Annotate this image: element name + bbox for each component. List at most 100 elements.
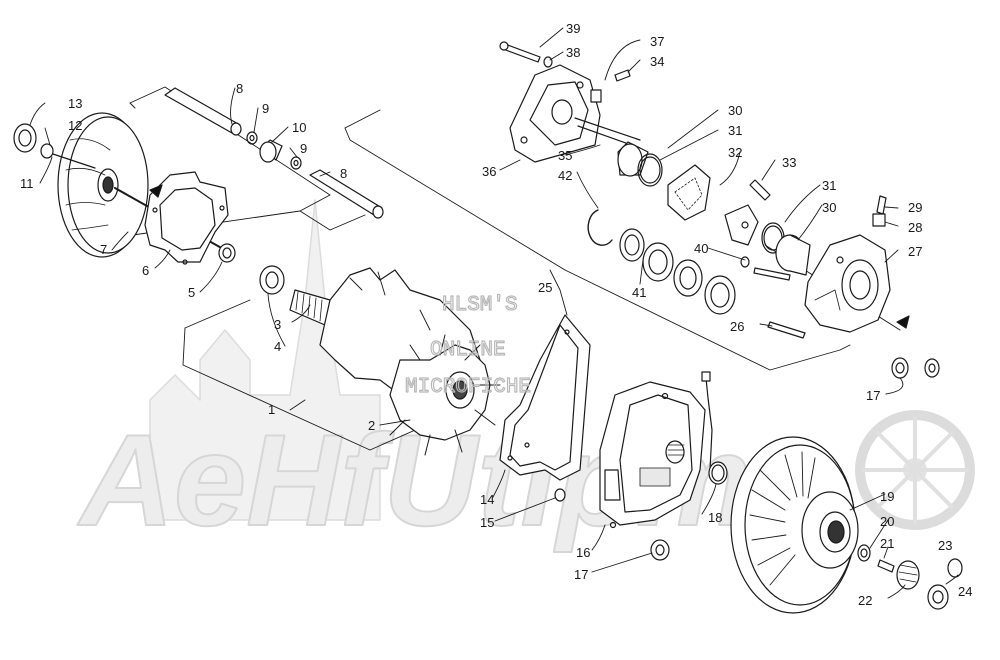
callout-c22: 22: [858, 593, 872, 608]
callout-c42: 42: [558, 168, 572, 183]
seal-31-upper: [637, 153, 663, 187]
leader-lines: [29, 27, 959, 599]
chaincase-housing: [599, 381, 706, 529]
snap-ring-42: [587, 209, 613, 246]
callout-c27: 27: [908, 244, 922, 259]
cap-23: [947, 558, 963, 578]
bolt-26-upper: [753, 267, 791, 281]
washer-9a: [246, 131, 258, 145]
callout-c12: 12: [68, 118, 82, 133]
callout-c17a: 17: [866, 388, 880, 403]
callout-c36: 36: [482, 164, 496, 179]
sensor-wire: [705, 377, 713, 471]
washer-38: [543, 56, 553, 68]
piston-30-lower: [775, 234, 811, 276]
bolt-39: [499, 41, 541, 63]
callout-c6: 6: [142, 263, 149, 278]
watermark-line3: MICROFICHE: [405, 376, 531, 399]
brake-caliper-bracket: [509, 64, 641, 163]
callout-c34: 34: [650, 54, 664, 69]
callout-c30a: 30: [728, 103, 742, 118]
arrow-left-pulley: [149, 184, 163, 198]
callout-c15: 15: [480, 515, 494, 530]
callout-c21: 21: [880, 536, 894, 551]
washer-9b: [290, 156, 302, 170]
shaft-upper: [164, 87, 242, 136]
callout-c23: 23: [938, 538, 952, 553]
bearing-41: [619, 228, 736, 315]
sensor-plug: [701, 371, 711, 382]
callout-c8a: 8: [236, 81, 243, 96]
callout-c31b: 31: [822, 178, 836, 193]
callout-c9b: 9: [300, 141, 307, 156]
spacer-10: [259, 139, 283, 163]
callout-c17b: 17: [574, 567, 588, 582]
callout-c25: 25: [538, 280, 552, 295]
callout-c16: 16: [576, 545, 590, 560]
washer-15: [554, 488, 566, 502]
callout-c1: 1: [268, 402, 275, 417]
gasket-plate: [144, 171, 229, 265]
callout-c26: 26: [730, 319, 744, 334]
callout-c28: 28: [908, 220, 922, 235]
callout-layer: 1234567889910111213141516171718192021222…: [20, 21, 972, 608]
callout-c20: 20: [880, 514, 894, 529]
callout-c13: 13: [68, 96, 82, 111]
nut-5: [218, 243, 236, 263]
callout-c11: 11: [20, 176, 34, 191]
watermark-text: HLSM'S ONLINE MICROFICHE: [404, 293, 531, 399]
callout-c37: 37: [650, 34, 664, 49]
callout-c35: 35: [558, 148, 572, 163]
brake-pad-32: [667, 164, 711, 221]
watermark-line1: HLSM'S: [442, 294, 518, 317]
bracket-40: [724, 204, 759, 246]
pin-34: [614, 69, 631, 82]
callout-c39: 39: [566, 21, 580, 36]
washer-20: [857, 544, 871, 562]
callout-c24: 24: [958, 584, 972, 599]
caliper-housing: [804, 234, 891, 333]
drive-clutch-pulley: [730, 436, 859, 614]
callout-c31a: 31: [728, 123, 742, 138]
callout-c32: 32: [728, 145, 742, 160]
callout-c41: 41: [632, 285, 646, 300]
callout-c30b: 30: [822, 200, 836, 215]
spring-22: [896, 560, 920, 590]
callout-c38: 38: [566, 45, 580, 60]
clip-33: [749, 179, 771, 201]
driven-pulley-assembly: [13, 112, 226, 258]
callout-c2: 2: [368, 418, 375, 433]
bleeder-29: [876, 195, 887, 215]
callout-c29: 29: [908, 200, 922, 215]
nut-17-upper: [891, 357, 940, 379]
watermark-line2: ONLINE: [430, 339, 506, 362]
bolt-21: [877, 559, 895, 573]
callout-c33: 33: [782, 155, 796, 170]
callout-c8b: 8: [340, 166, 347, 181]
callout-c40: 40: [694, 241, 708, 256]
callout-c10: 10: [292, 120, 306, 135]
callout-c9a: 9: [262, 101, 269, 116]
nut-17-lower: [650, 539, 670, 561]
fitting-28: [872, 213, 886, 227]
cap-24: [927, 584, 949, 610]
chaincase-gasket: [499, 314, 591, 481]
bearing-4: [259, 265, 285, 295]
bolt-26-lower: [767, 321, 806, 339]
piston-30-upper: [617, 141, 649, 177]
plug-37: [590, 89, 602, 103]
oring-18: [708, 461, 728, 485]
callout-c5: 5: [188, 285, 195, 300]
shaft-lower: [309, 169, 384, 219]
callout-c4: 4: [274, 339, 281, 354]
callout-c18: 18: [708, 510, 722, 525]
washer-40b: [740, 256, 750, 268]
arrow-caliper: [896, 315, 910, 329]
callout-c14: 14: [480, 492, 494, 507]
callout-c19: 19: [880, 489, 894, 504]
drive-sprocket-assembly: [319, 267, 501, 456]
callout-c7: 7: [100, 242, 107, 257]
callout-c3: 3: [274, 317, 281, 332]
